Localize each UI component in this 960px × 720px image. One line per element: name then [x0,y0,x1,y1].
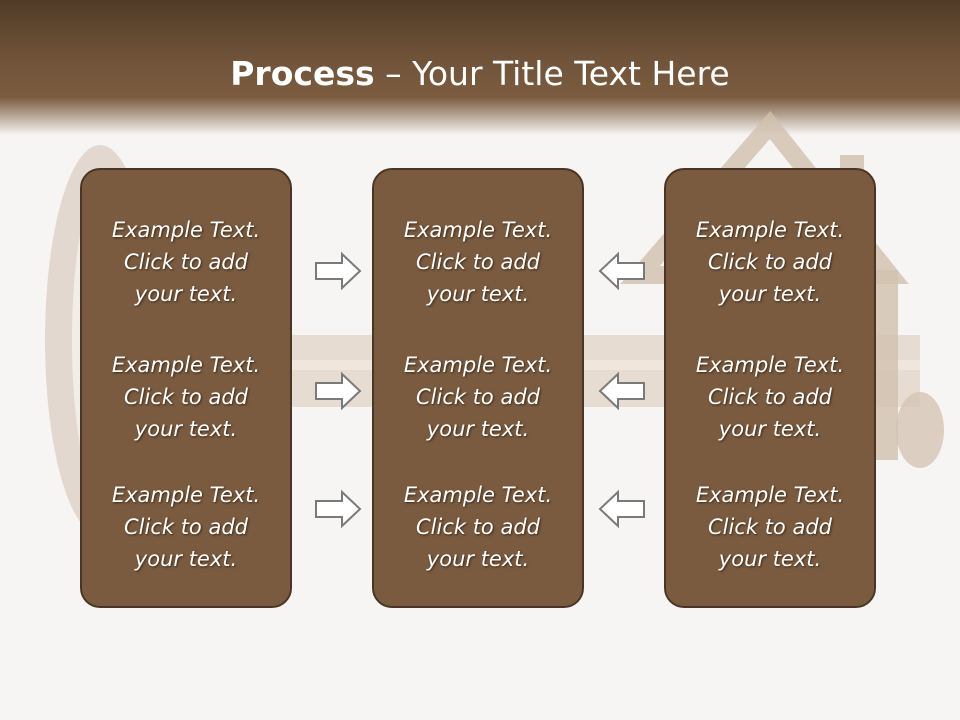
text-line: your text. [718,417,822,441]
left-arrow-icon [598,489,645,529]
right-arrow-icon [315,489,362,529]
text-line: Example Text. [111,353,261,377]
text-line: Example Text. [111,483,261,507]
text-line: Example Text. [695,483,845,507]
text-line: Example Text. [695,218,845,242]
right-arrow-icon [315,251,362,291]
text-line: Click to add [415,385,540,409]
left-arrow-icon [598,251,645,291]
right-text-1[interactable]: Example Text. Click to add your text. [666,214,874,310]
slide-title[interactable]: Process – Your Title Text Here [0,52,960,96]
left-text-3[interactable]: Example Text. Click to add your text. [82,479,290,575]
right-arrow-icon [315,371,362,411]
center-text-1[interactable]: Example Text. Click to add your text. [374,214,582,310]
left-text-1[interactable]: Example Text. Click to add your text. [82,214,290,310]
left-arrow-icon [598,371,645,411]
text-line: Click to add [415,515,540,539]
text-line: Click to add [707,515,832,539]
text-line: Click to add [707,385,832,409]
title-rest: – Your Title Text Here [374,54,730,93]
text-line: your text. [426,282,530,306]
center-text-3[interactable]: Example Text. Click to add your text. [374,479,582,575]
text-line: Click to add [123,385,248,409]
text-line: Click to add [123,250,248,274]
key-shaft-end [896,392,944,468]
center-text-2[interactable]: Example Text. Click to add your text. [374,349,582,445]
text-line: Click to add [707,250,832,274]
right-text-3[interactable]: Example Text. Click to add your text. [666,479,874,575]
title-bar: Process – Your Title Text Here [0,0,960,135]
right-text-2[interactable]: Example Text. Click to add your text. [666,349,874,445]
text-line: Example Text. [403,353,553,377]
right-text-box[interactable]: Example Text. Click to add your text. Ex… [664,168,876,608]
text-line: your text. [134,282,238,306]
left-text-2[interactable]: Example Text. Click to add your text. [82,349,290,445]
left-text-box[interactable]: Example Text. Click to add your text. Ex… [80,168,292,608]
text-line: your text. [426,417,530,441]
text-line: your text. [426,547,530,571]
text-line: your text. [134,547,238,571]
text-line: Click to add [415,250,540,274]
text-line: Example Text. [695,353,845,377]
text-line: Example Text. [403,483,553,507]
text-line: your text. [718,547,822,571]
text-line: Example Text. [111,218,261,242]
text-line: your text. [134,417,238,441]
title-bold: Process [230,54,375,93]
text-line: Click to add [123,515,248,539]
text-line: your text. [718,282,822,306]
center-text-box[interactable]: Example Text. Click to add your text. Ex… [372,168,584,608]
text-line: Example Text. [403,218,553,242]
